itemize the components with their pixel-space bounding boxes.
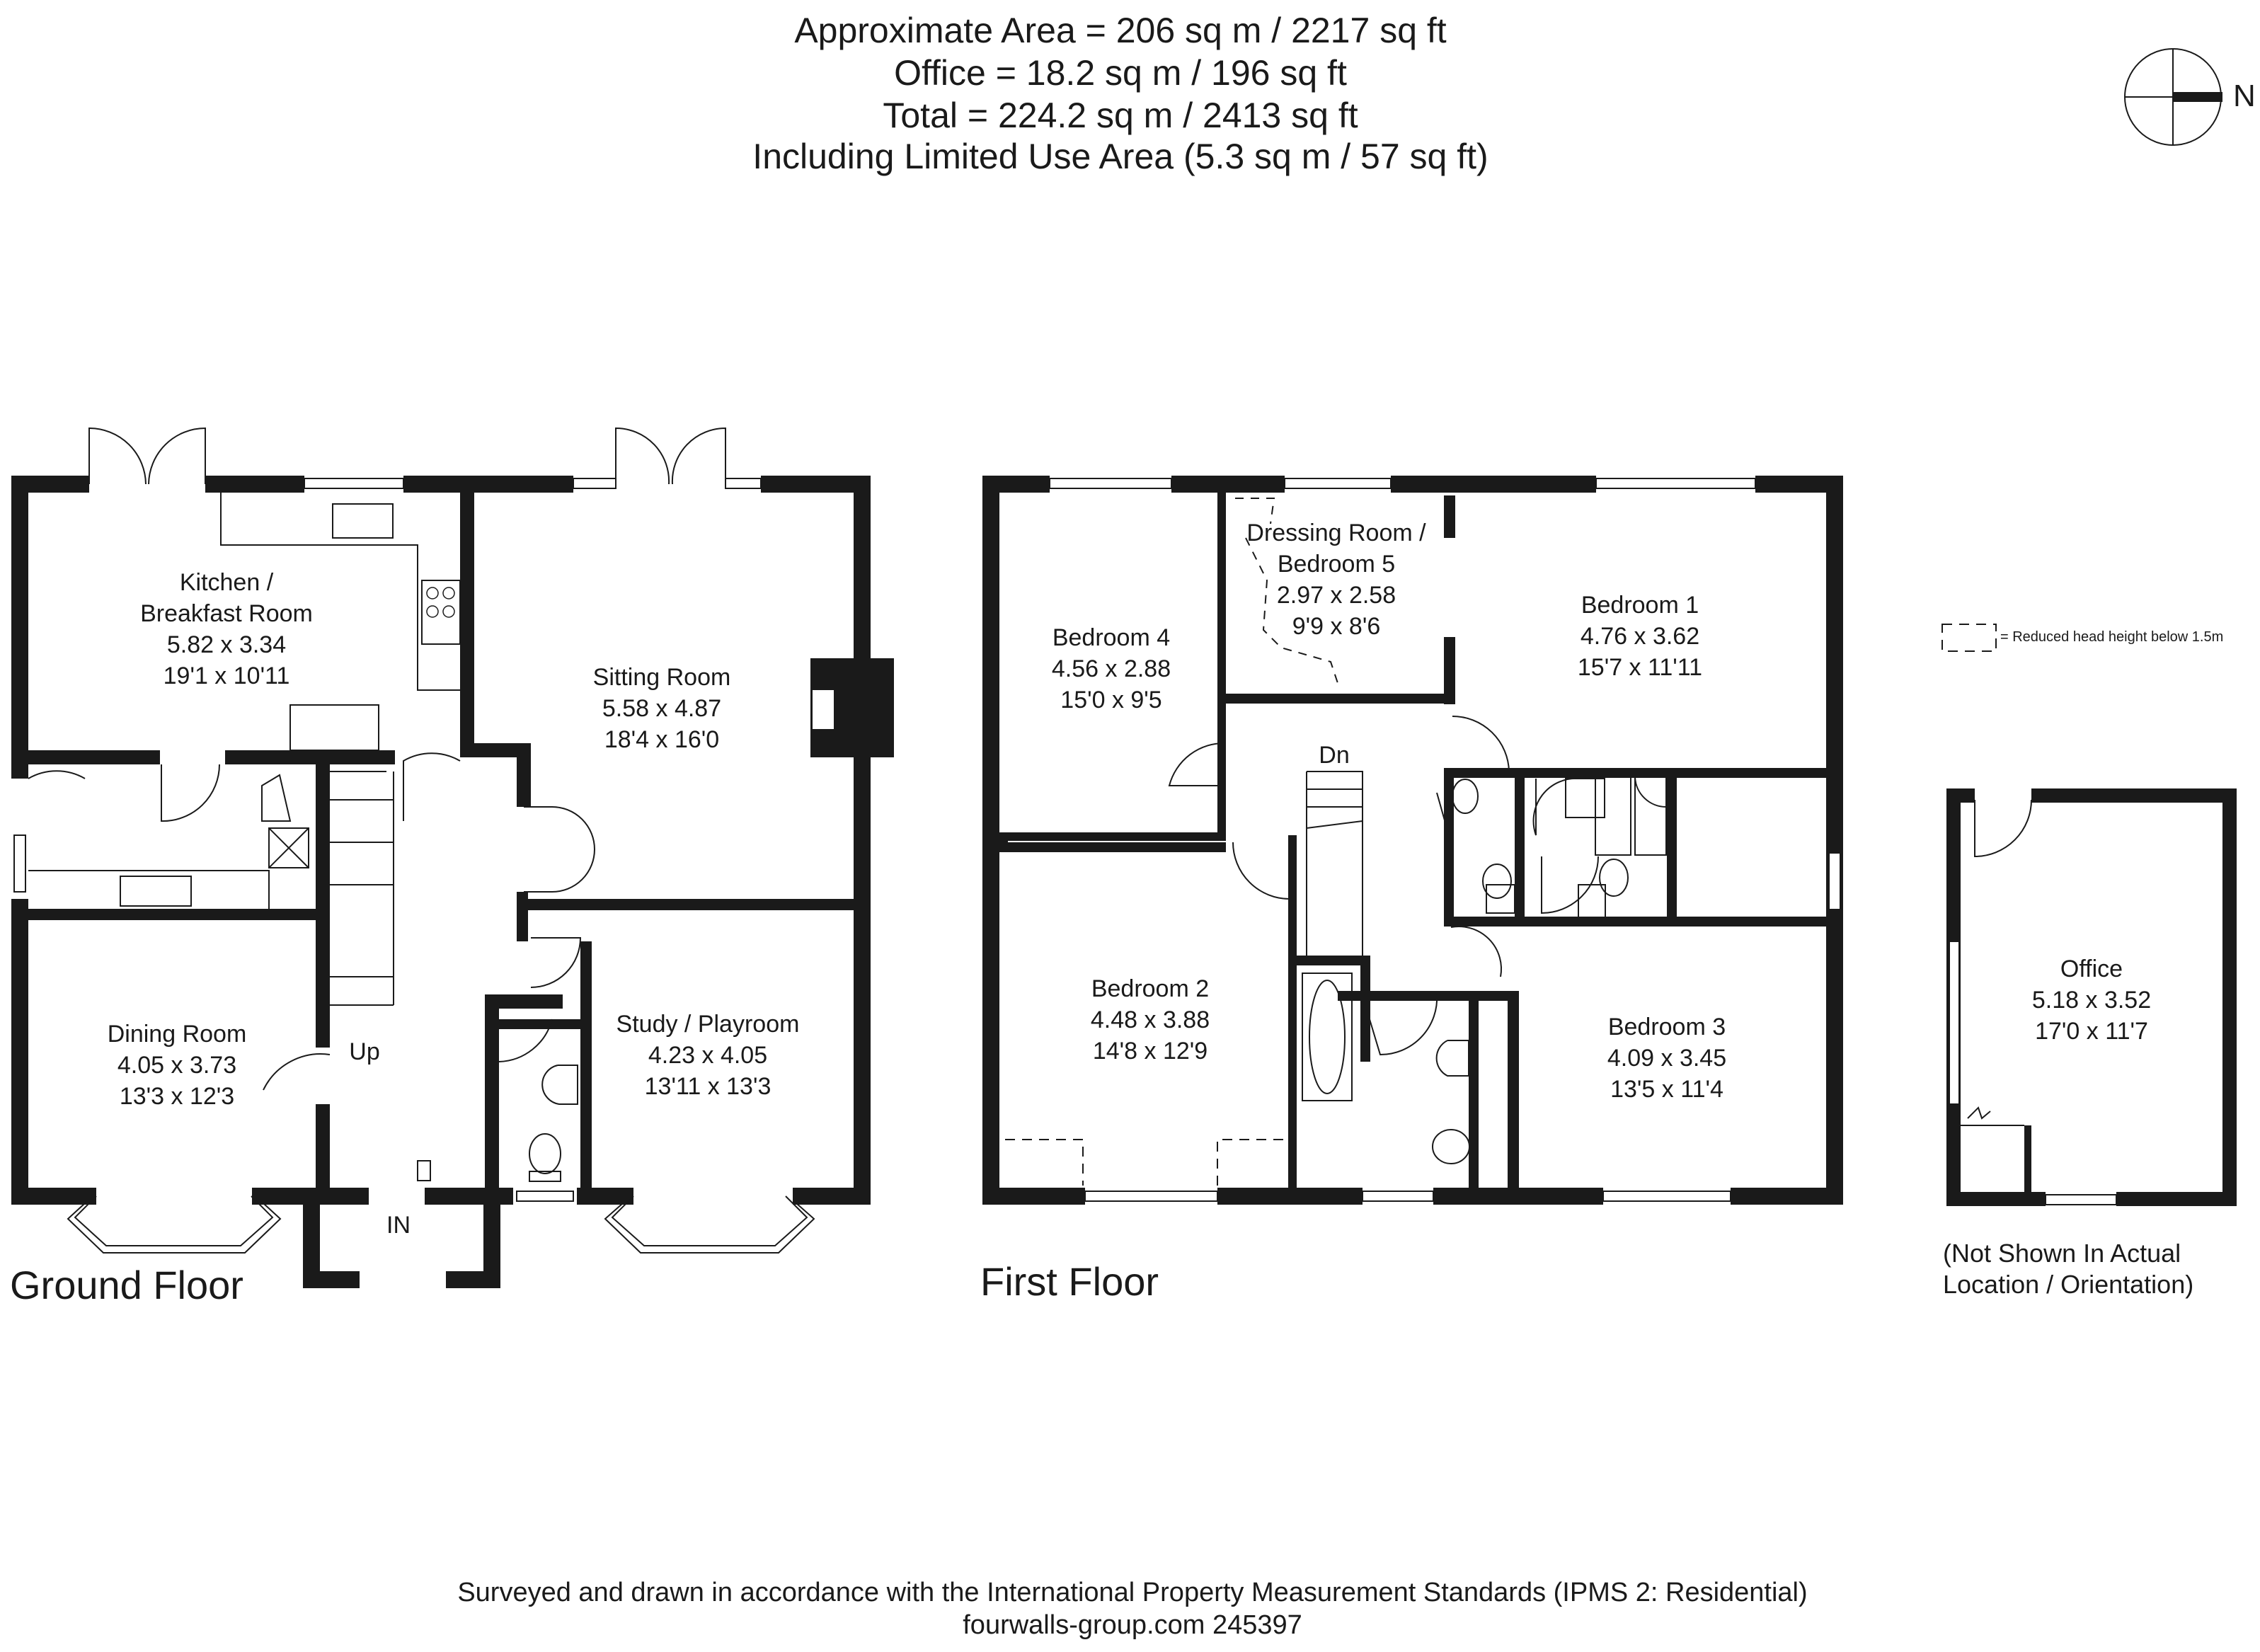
kitchen-imperial: 19'1 x 10'11 [164,662,290,689]
area-line-1: Approximate Area = 206 sq m / 2217 sq ft [794,11,1446,50]
bedroom2-metric: 4.48 x 3.88 [1091,1006,1210,1033]
dining-room-metric: 4.05 x 3.73 [117,1052,236,1079]
office-metric: 5.18 x 3.52 [2032,987,2151,1014]
ground-floor-plan [11,427,894,1288]
sitting-room-imperial: 18'4 x 16'0 [604,726,719,753]
bedroom1-name: Bedroom 1 [1581,592,1699,619]
bedroom2-imperial: 14'8 x 12'9 [1093,1038,1208,1065]
bedroom1-metric: 4.76 x 3.62 [1581,623,1699,650]
dressing-imperial: 9'9 x 8'6 [1292,613,1381,640]
footer-line-1: Surveyed and drawn in accordance with th… [457,1578,1807,1607]
bedroom1-imperial: 15'7 x 11'11 [1578,654,1702,681]
stairs-down-label: Dn [1319,742,1349,769]
study-imperial: 13'11 x 13'3 [645,1073,772,1100]
sitting-room-metric: 5.58 x 4.87 [602,695,721,722]
office-note-2: Location / Orientation) [1943,1270,2193,1299]
legend: = Reduced head height below 1.5m [1941,624,2223,652]
kitchen-name-1: Kitchen / [180,569,274,596]
office-plan [1946,788,2237,1206]
kitchen-name-2: Breakfast Room [140,600,313,627]
area-line-2: Office = 18.2 sq m / 196 sq ft [894,53,1347,93]
office-note-1: (Not Shown In Actual [1943,1239,2181,1268]
kitchen-metric: 5.82 x 3.34 [167,631,286,658]
bedroom4-imperial: 15'0 x 9'5 [1060,687,1161,713]
legend-text: = Reduced head height below 1.5m [2000,629,2223,645]
area-line-4: Including Limited Use Area (5.3 sq m / 5… [752,137,1488,176]
bedroom3-metric: 4.09 x 3.45 [1607,1045,1726,1072]
first-floor-label: First Floor [980,1259,1159,1304]
area-line-3: Total = 224.2 sq m / 2413 sq ft [883,96,1358,135]
dressing-metric: 2.97 x 2.58 [1277,582,1396,609]
stairs-up-label: Up [349,1038,379,1065]
bedroom2-name: Bedroom 2 [1091,975,1209,1002]
north-arrow-icon: N [2124,48,2256,146]
bedroom4-name: Bedroom 4 [1052,624,1170,651]
dressing-name-1: Dressing Room / [1246,520,1426,546]
bedroom3-name: Bedroom 3 [1608,1014,1726,1040]
sitting-room-name: Sitting Room [593,664,731,691]
office-imperial: 17'0 x 11'7 [2035,1018,2148,1045]
dressing-name-2: Bedroom 5 [1278,551,1395,578]
area-summary: Approximate Area = 206 sq m / 2217 sq ft… [752,11,1488,176]
dining-room-imperial: 13'3 x 12'3 [120,1083,234,1110]
office-name: Office [2060,956,2123,982]
footer-line-2: fourwalls-group.com 245397 [963,1610,1302,1640]
study-metric: 4.23 x 4.05 [648,1042,767,1069]
first-floor-plan [982,476,1843,1205]
entrance-label: IN [386,1212,411,1239]
compass-letter: N [2233,79,2256,113]
dining-room-name: Dining Room [108,1021,247,1048]
study-name: Study / Playroom [616,1011,800,1038]
bedroom4-metric: 4.56 x 2.88 [1052,655,1171,682]
bedroom3-imperial: 13'5 x 11'4 [1610,1076,1723,1103]
ground-floor-label: Ground Floor [10,1263,243,1307]
